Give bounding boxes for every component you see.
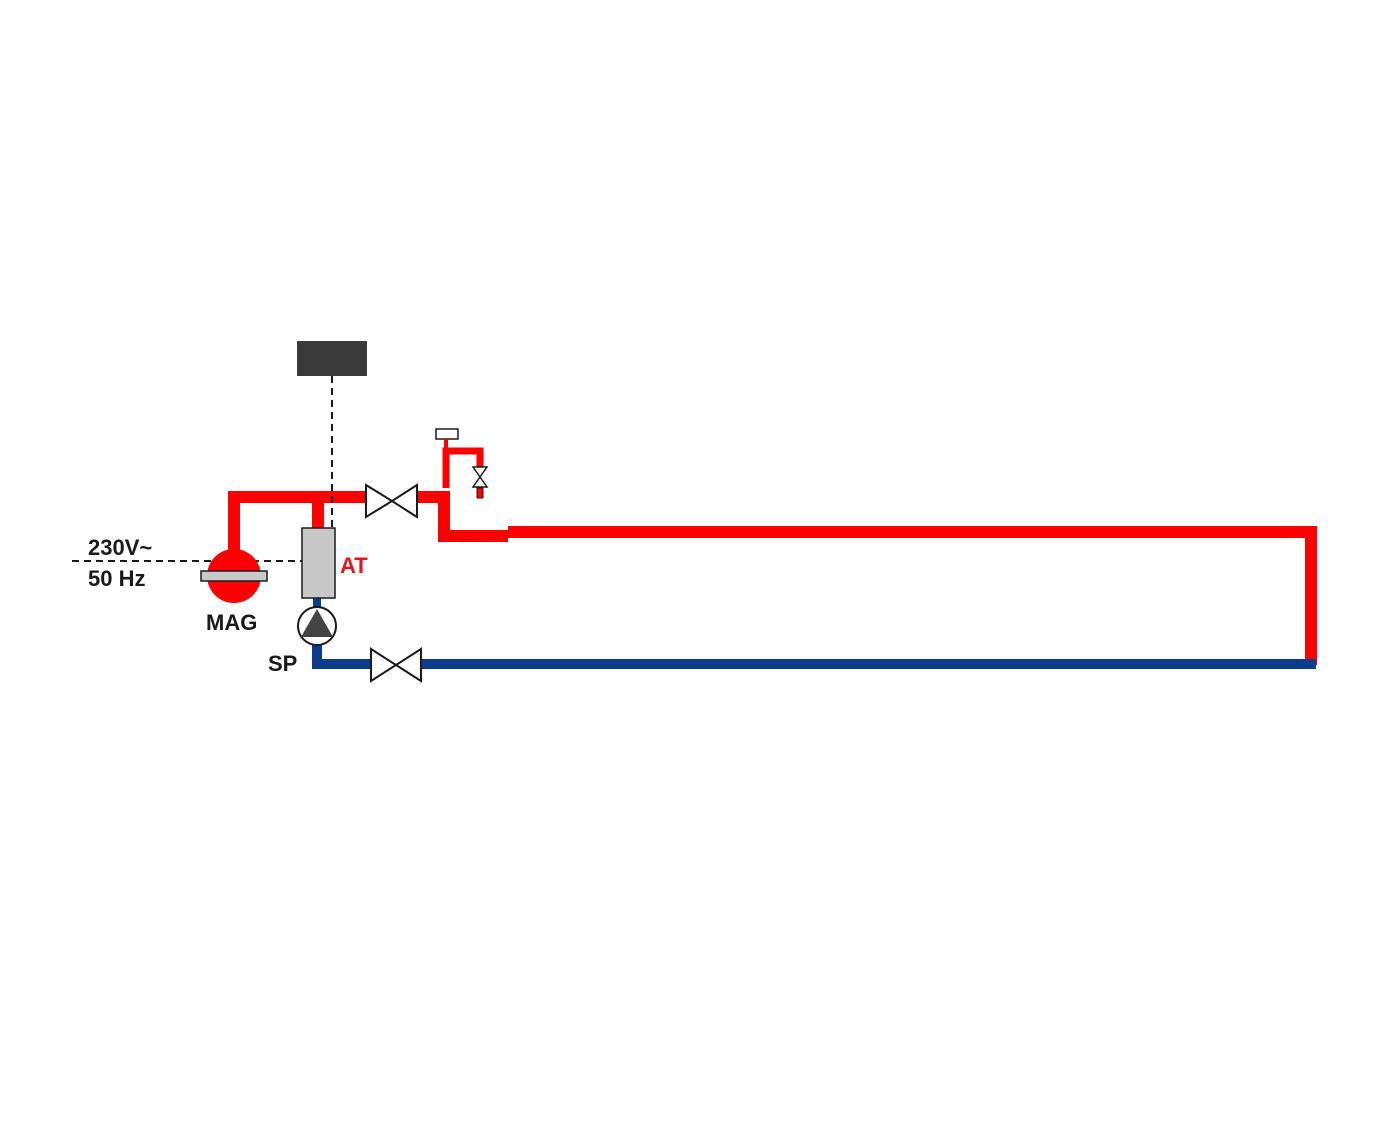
- supply-valve-icon: [365, 483, 418, 519]
- heater-body: [301, 527, 336, 599]
- supply-frequency-label: 50 Hz: [88, 566, 145, 591]
- expansion-vessel-label: MAG: [206, 610, 257, 635]
- controller-box-icon: [297, 341, 367, 376]
- supply-voltage-label: 230V~: [88, 535, 152, 560]
- expansion-vessel-icon: [200, 549, 268, 603]
- circulation-pump-icon: [297, 606, 337, 646]
- drain-valve-icon: [471, 466, 489, 499]
- supply-pipe: [228, 447, 1317, 665]
- return-pipe: [312, 598, 1316, 669]
- heater-label: AT: [340, 553, 368, 578]
- air-vent-icon: [435, 428, 459, 440]
- pump-label: SP: [268, 651, 297, 676]
- return-valve-icon: [370, 647, 422, 683]
